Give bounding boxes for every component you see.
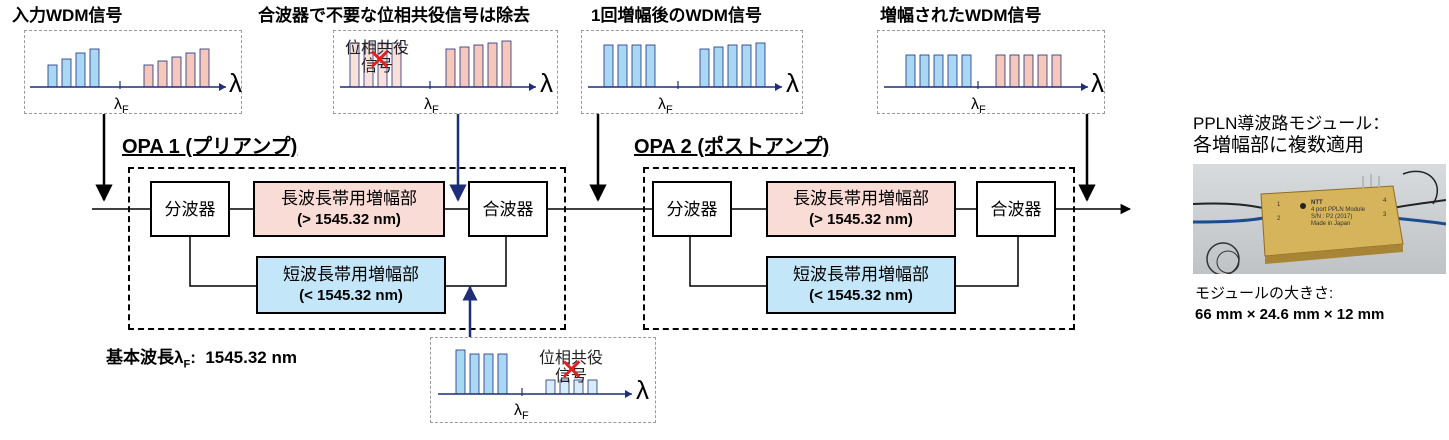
opa1-frame — [128, 167, 566, 330]
signal-bar-after-opa1-1-2 — [473, 44, 484, 88]
signal-bar-opa1-short-0-3 — [497, 353, 508, 395]
lambda-axis-4: λ — [1091, 68, 1104, 98]
opa1-long-band-amplifier: 長波長帯用増幅部(> 1545.32 nm) — [253, 181, 445, 237]
signal-bar-first-amp-0-1 — [617, 44, 628, 88]
signal-bar-first-amp-0-2 — [631, 44, 642, 88]
opa2-splitter: 分波器 — [652, 181, 732, 237]
signal-bar-input-1-0 — [143, 64, 154, 88]
lambda-f-3: λF — [658, 96, 673, 117]
lambda-axis-1: λ — [229, 68, 242, 98]
opa1-short-out-line — [442, 236, 507, 287]
signal-bar-first-amp-1-2 — [727, 44, 738, 88]
lambda-axis-5: λ — [636, 375, 649, 405]
after-first-amp-caption: 1回増幅後のWDM信号 — [591, 6, 762, 25]
signal-bar-input-0-0 — [47, 64, 58, 88]
signal-bar-amplified-0-0 — [905, 54, 916, 88]
input-signal-caption: 入力WDM信号 — [12, 6, 123, 25]
signal-bar-input-1-1 — [157, 60, 168, 88]
phase-conjugate-ghost-1: 位相共役信号 — [345, 40, 410, 75]
signal-bar-input-0-3 — [89, 48, 100, 88]
signal-bar-first-amp-1-3 — [741, 44, 752, 88]
module-size: モジュールの大きさ: 66 mm × 24.6 mm × 12 mm — [1195, 285, 1385, 323]
signal-bar-first-amp-0-0 — [603, 44, 614, 88]
signal-bar-amplified-1-1 — [1009, 54, 1020, 88]
signal-bar-first-amp-0-3 — [645, 44, 656, 88]
cross-mark-icon-1: ✕ — [367, 44, 393, 77]
signal-bar-amplified-1-4 — [1051, 54, 1062, 88]
signal-bar-opa1-short-0-0 — [455, 349, 466, 395]
signal-bar-after-opa1-1-3 — [487, 42, 498, 88]
signal-bar-amplified-1-0 — [995, 54, 1006, 88]
phase-conjugate-ghost-2: 位相共役信号 — [539, 350, 604, 385]
opa2-title: OPA 2 (ポストアンプ) — [634, 136, 830, 158]
signal-bar-first-amp-1-4 — [755, 42, 766, 88]
signal-bar-first-amp-1-1 — [713, 46, 724, 88]
cross-mark-icon-2: ✕ — [559, 354, 585, 387]
signal-bar-input-1-2 — [171, 56, 182, 88]
signal-bar-input-1-3 — [185, 52, 196, 88]
spectrum-axis-arrow-input — [219, 83, 226, 91]
signal-bar-first-amp-1-0 — [699, 48, 710, 88]
lambda-f-1: λF — [114, 96, 129, 117]
signal-bar-input-0-1 — [61, 58, 72, 88]
signal-bar-after-opa1-1-4 — [501, 40, 512, 88]
signal-bar-amplified-0-4 — [961, 54, 972, 88]
opa2-long-band-amplifier: 長波長帯用増幅部(> 1545.32 nm) — [766, 181, 956, 237]
signal-bar-amplified-1-2 — [1023, 54, 1034, 88]
signal-bar-amplified-1-3 — [1037, 54, 1048, 88]
lambda-axis-3: λ — [786, 68, 799, 98]
module-title: PPLN導波路モジュール： 各増幅部に複数適用 — [1193, 114, 1390, 156]
opa2-short-band-amplifier: 短波長帯用増幅部(< 1545.32 nm) — [766, 256, 956, 314]
lambda-f-4: λF — [971, 96, 986, 117]
spectrum-axis-arrow-amplified — [1081, 83, 1088, 91]
signal-bar-opa1-short-0-2 — [483, 353, 494, 395]
amplified-signal-caption: 増幅されたWDM信号 — [880, 6, 1042, 25]
module-photo-graphic — [1193, 170, 1446, 274]
signal-bar-amplified-0-1 — [919, 54, 930, 88]
signal-bar-amplified-0-3 — [947, 54, 958, 88]
opa1-short-band-amplifier: 短波長帯用増幅部(< 1545.32 nm) — [256, 256, 446, 314]
opa1-splitter: 分波器 — [150, 181, 230, 237]
spectrum-axis-arrow-first-amp — [775, 83, 782, 91]
spectrum-axis-arrow-opa1-short — [625, 390, 632, 398]
module-photo-label: NTT 4 port PPLN Module S/N : P2 (2017) M… — [1311, 200, 1366, 227]
lambda-f-2: λF — [424, 96, 439, 117]
lambda-axis-2: λ — [540, 68, 553, 98]
lambda-f-5: λF — [514, 402, 529, 423]
signal-bar-input-1-4 — [199, 48, 210, 88]
signal-bar-input-0-2 — [75, 52, 86, 88]
ppln-module-photo: NTT 4 port PPLN Module S/N : P2 (2017) M… — [1193, 164, 1446, 274]
spectrum-panel-opa1-short — [430, 337, 656, 423]
signal-bar-after-opa1-1-0 — [445, 48, 456, 88]
signal-bar-opa1-short-0-1 — [469, 353, 480, 395]
opa2-combiner: 合波器 — [976, 181, 1056, 237]
opa1-title: OPA 1 (プリアンプ) — [122, 136, 298, 158]
signal-bar-after-opa1-1-1 — [459, 46, 470, 88]
opa1-combiner: 合波器 — [468, 181, 548, 237]
signal-bar-amplified-0-2 — [933, 54, 944, 88]
opa1-short-in-line — [189, 236, 256, 287]
opa2-short-in-line — [689, 236, 766, 287]
opa2-short-out-line — [954, 236, 1019, 287]
combiner-removal-caption: 合波器で不要な位相共役信号は除去 — [258, 6, 530, 25]
opa2-frame — [643, 167, 1075, 330]
fundamental-wavelength: 基本波長λF: 1545.32 nm — [106, 348, 297, 371]
spectrum-axis-arrow-after-opa1 — [529, 83, 536, 91]
